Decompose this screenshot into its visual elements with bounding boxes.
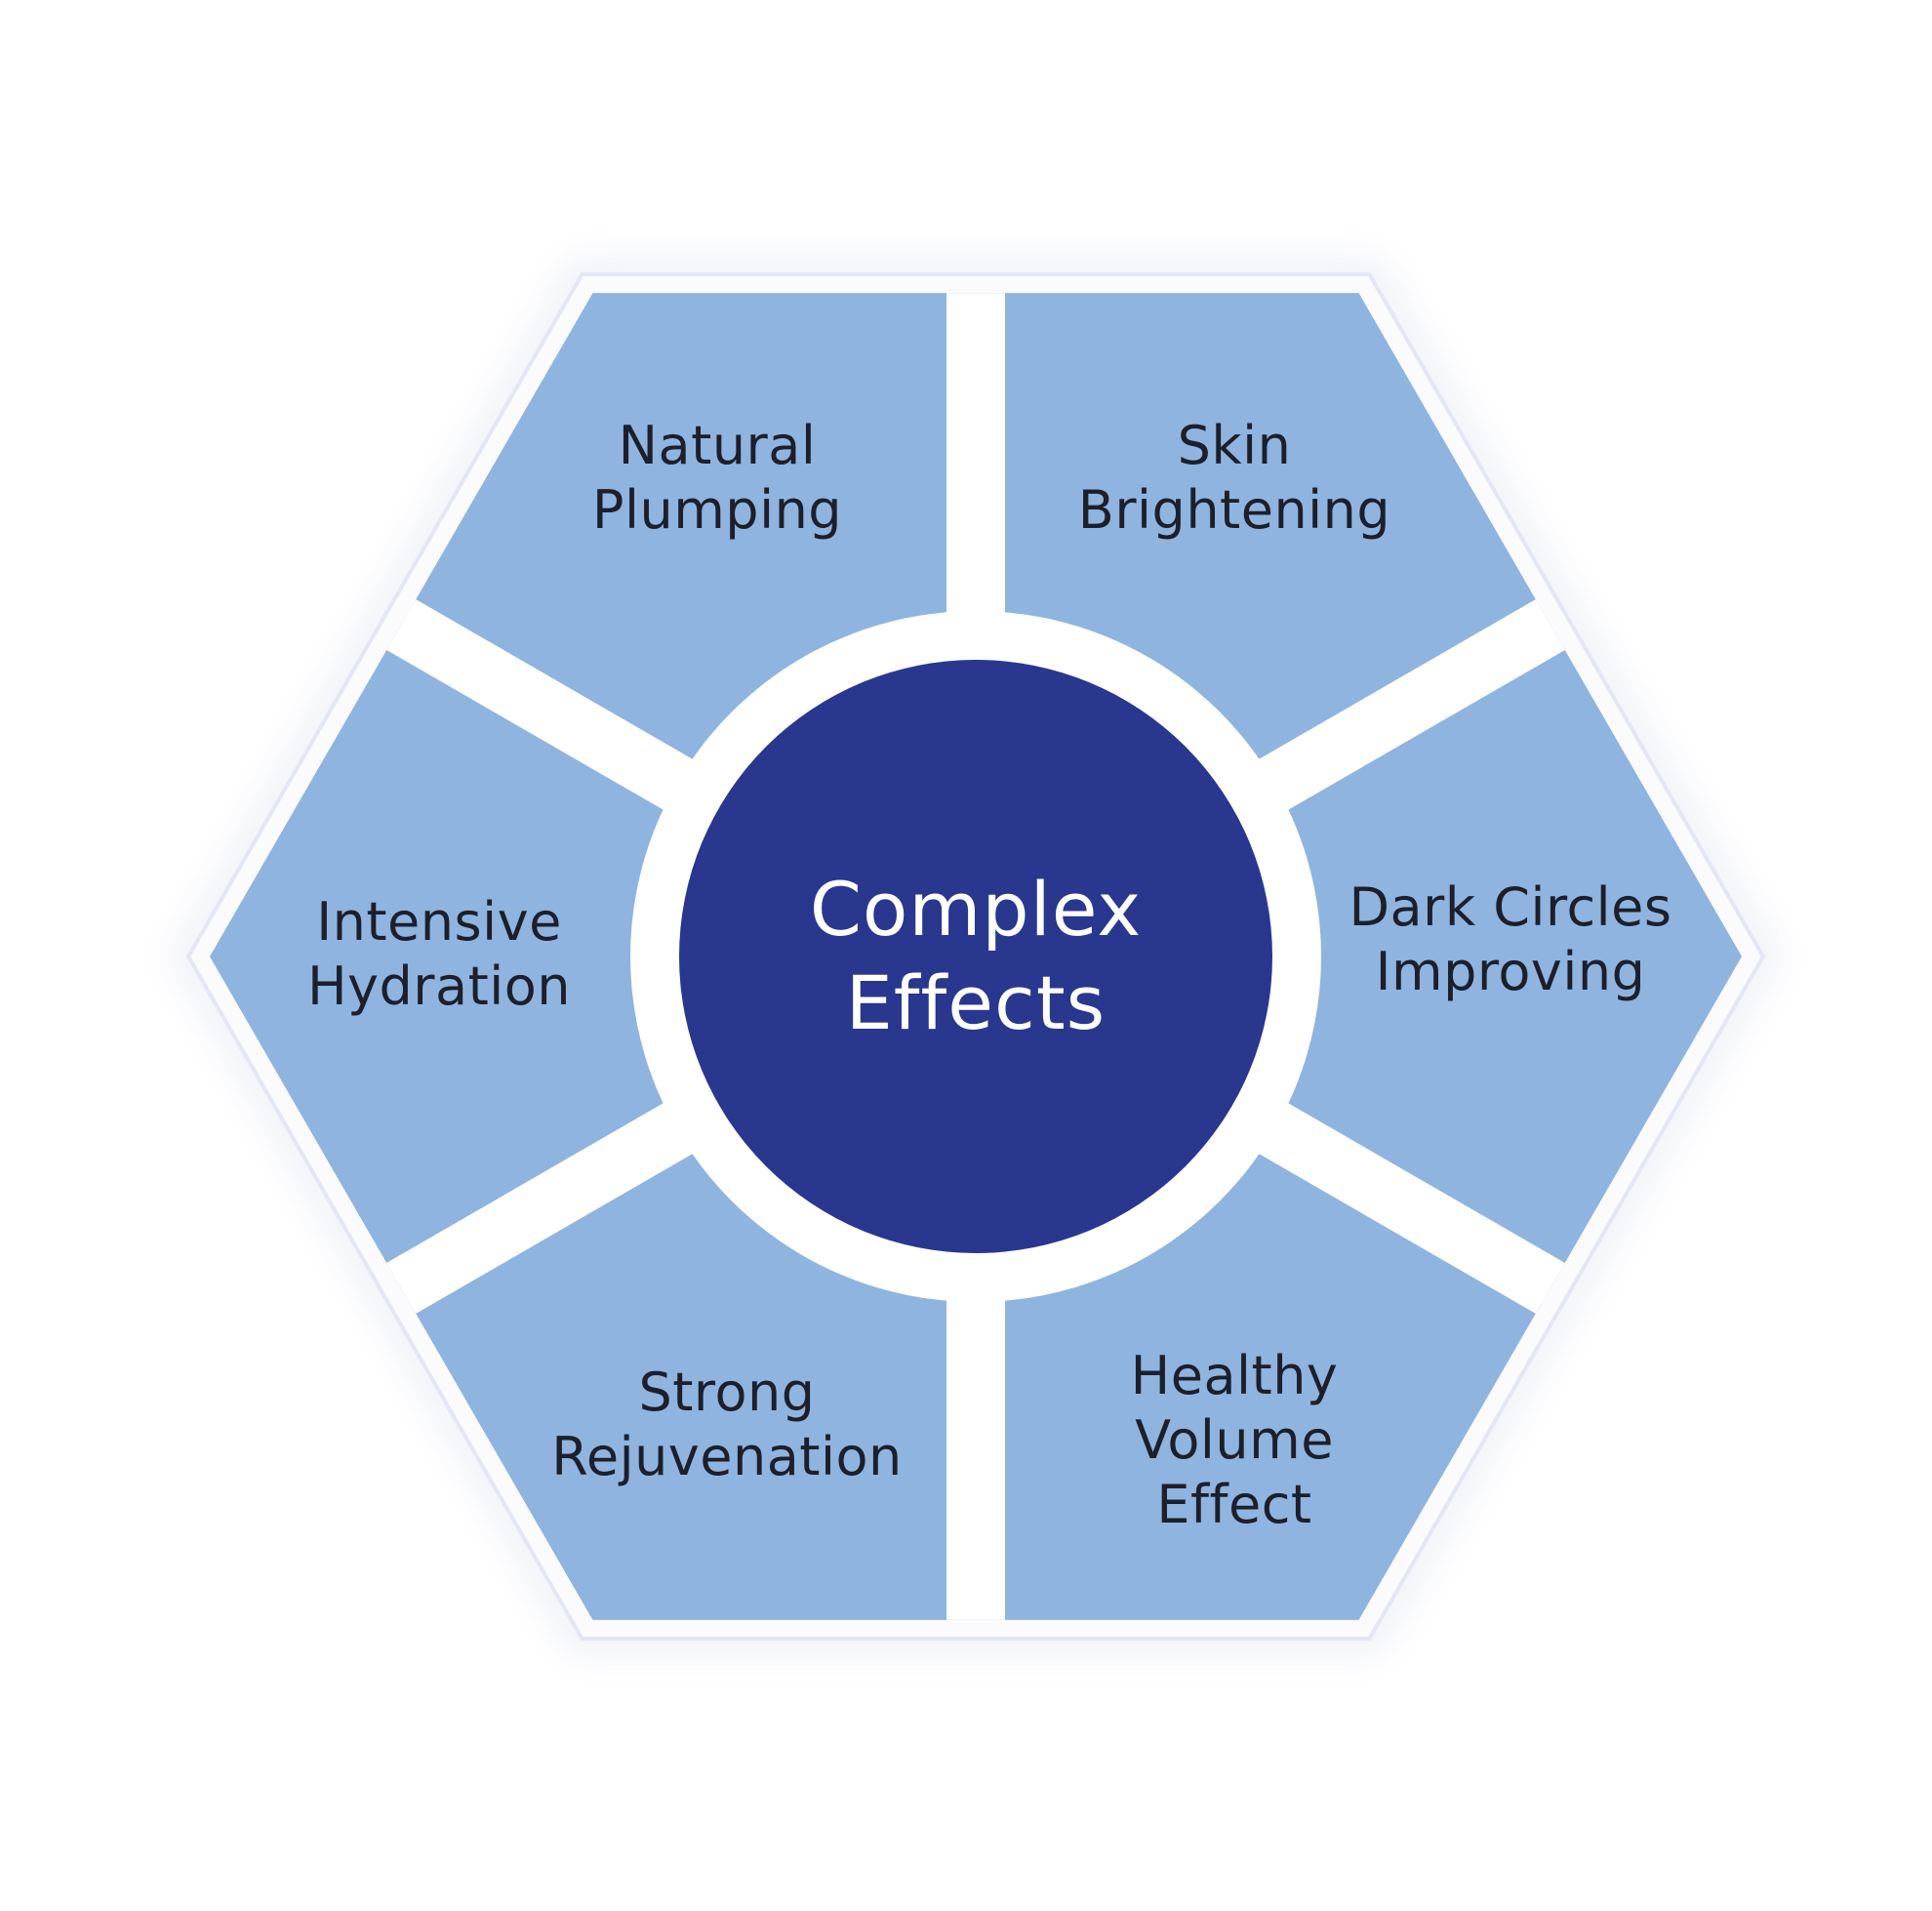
segment-label-healthy-volume-effect: Healthy Volume Effect: [1130, 1345, 1339, 1535]
segment-label-natural-plumping: Natural Plumping: [591, 415, 843, 541]
center-title: Complex Effects: [809, 866, 1143, 1046]
segment-label-dark-circles-improving: Dark Circles Improving: [1348, 876, 1672, 1002]
center-circle: [679, 660, 1272, 1253]
segment-label-intensive-hydration: Intensive Hydration: [306, 891, 572, 1017]
segment-label-skin-brightening: Skin Brightening: [1077, 415, 1391, 541]
segment-label-strong-rejuvenation: Strong Rejuvenation: [551, 1362, 903, 1487]
